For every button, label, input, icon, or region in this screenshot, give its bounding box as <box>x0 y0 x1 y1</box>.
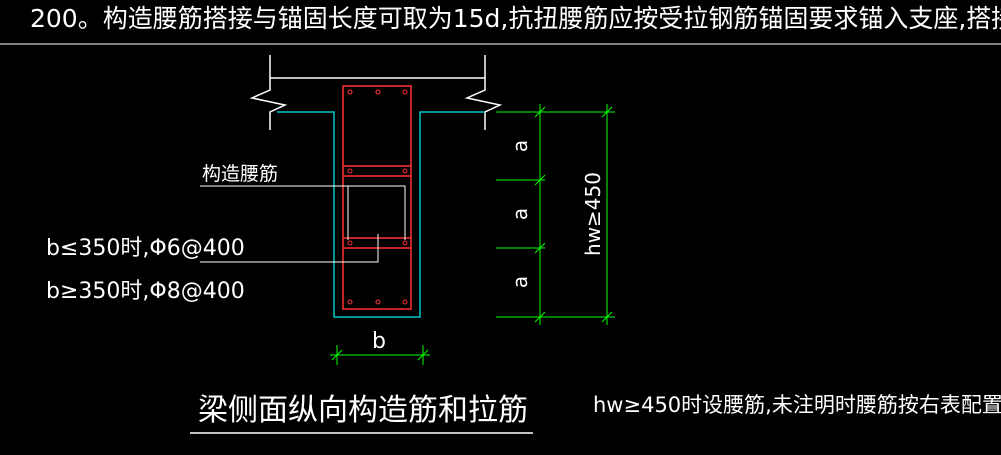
waist-bar-4 <box>402 240 408 246</box>
structural-waist-bar-label: 构造腰筋 <box>202 163 278 185</box>
spacing-a-label-1: a <box>508 140 532 152</box>
bottom-bar-3 <box>402 299 408 305</box>
spacing-a-label-2: a <box>508 208 532 220</box>
top-bar-2 <box>375 89 381 95</box>
width-b-label: b <box>372 329 386 354</box>
waist-bar-1 <box>347 168 353 174</box>
waist-bar-leader <box>200 185 349 240</box>
slab-top-line <box>249 55 503 130</box>
right-break-mark <box>464 55 503 130</box>
waist-bar-3 <box>347 240 353 246</box>
configuration-note: hw≥450时设腰筋,未注明时腰筋按右表配置。 <box>593 393 1001 417</box>
tie-rule-small-label: b≤350时,Φ6@400 <box>46 236 245 261</box>
rebar-cage <box>342 85 412 310</box>
header-note: 200。构造腰筋搭接与锚固长度可取为15d,抗扭腰筋应按受拉钢筋锚固要求锚入支座… <box>30 4 1001 33</box>
top-bar-1 <box>347 89 353 95</box>
stirrup <box>342 85 412 310</box>
hw-dimension-label: hw≥450 <box>581 172 605 256</box>
concrete-outline <box>277 111 485 318</box>
waist-bar-leader-right <box>348 185 406 240</box>
left-break-mark <box>249 55 288 130</box>
drawing-title: 梁侧面纵向构造筋和拉筋 <box>198 393 528 428</box>
waist-bar-2 <box>402 168 408 174</box>
bottom-bar-1 <box>347 299 353 305</box>
bottom-bar-2 <box>375 299 381 305</box>
rebar-dots <box>347 89 408 305</box>
leader-lines <box>200 185 406 263</box>
tie-rule-large-label: b≥350时,Φ8@400 <box>46 279 245 304</box>
dimension-lines <box>330 104 615 365</box>
tie-leader <box>200 234 379 263</box>
top-bar-3 <box>402 89 408 95</box>
spacing-a-label-3: a <box>508 276 532 288</box>
